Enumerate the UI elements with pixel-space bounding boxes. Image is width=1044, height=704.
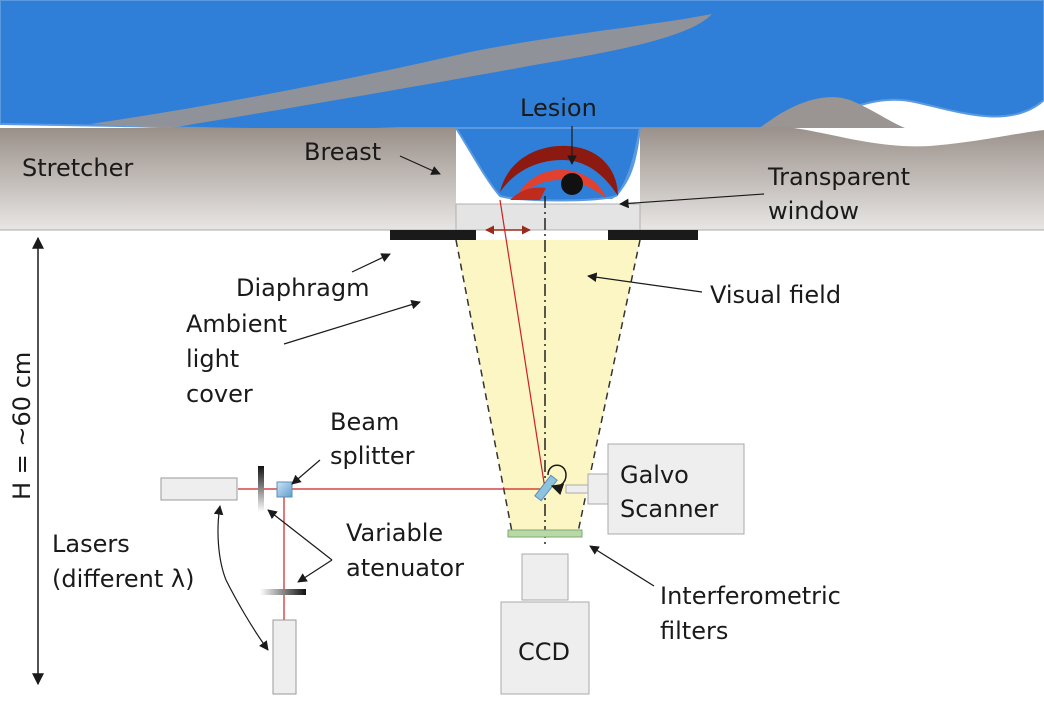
- beam-splitter: [276, 481, 293, 498]
- transparent-window: [455, 203, 641, 231]
- label-beam-splitter: Beam splitter: [330, 408, 415, 470]
- lesion: [500, 145, 618, 200]
- interferometric-filter: [507, 529, 583, 538]
- label-diaphragm: Diaphragm: [236, 274, 370, 302]
- label-lesion: Lesion: [520, 94, 597, 122]
- label-transparent-window: Transparent window: [767, 163, 918, 225]
- laser-1: [160, 477, 238, 501]
- variable-attenuator-1: [258, 466, 264, 512]
- label-ccd: CCD: [518, 638, 570, 666]
- label-ambient-light-cover: Ambient light cover: [186, 310, 295, 408]
- breast: [454, 127, 642, 202]
- galvo-scanner: [534, 443, 745, 535]
- label-breast: Breast: [304, 138, 381, 166]
- ccd-camera: [500, 553, 590, 695]
- variable-attenuator-2: [260, 589, 306, 595]
- label-variable-attenuator: Variable atenuator: [346, 519, 464, 582]
- lesion-marker: [561, 173, 583, 195]
- label-stretcher: Stretcher: [22, 154, 133, 182]
- visual-field: [455, 239, 641, 533]
- label-interferometric-filters: Interferometric filters: [660, 582, 849, 645]
- label-galvo-scanner: Galvo Scanner: [620, 461, 718, 523]
- pointer-arrows: [213, 126, 765, 651]
- stretcher: [0, 126, 1044, 231]
- patient-body: [0, 0, 1044, 199]
- label-lasers: Lasers (different λ): [52, 530, 195, 593]
- rotation-arrow: [547, 464, 567, 496]
- label-visual-field: Visual field: [710, 281, 841, 309]
- diaphragm: [390, 230, 698, 240]
- laser-2: [272, 619, 297, 695]
- label-height: H = ~60 cm: [8, 352, 36, 500]
- galvo-mirror: [534, 474, 558, 502]
